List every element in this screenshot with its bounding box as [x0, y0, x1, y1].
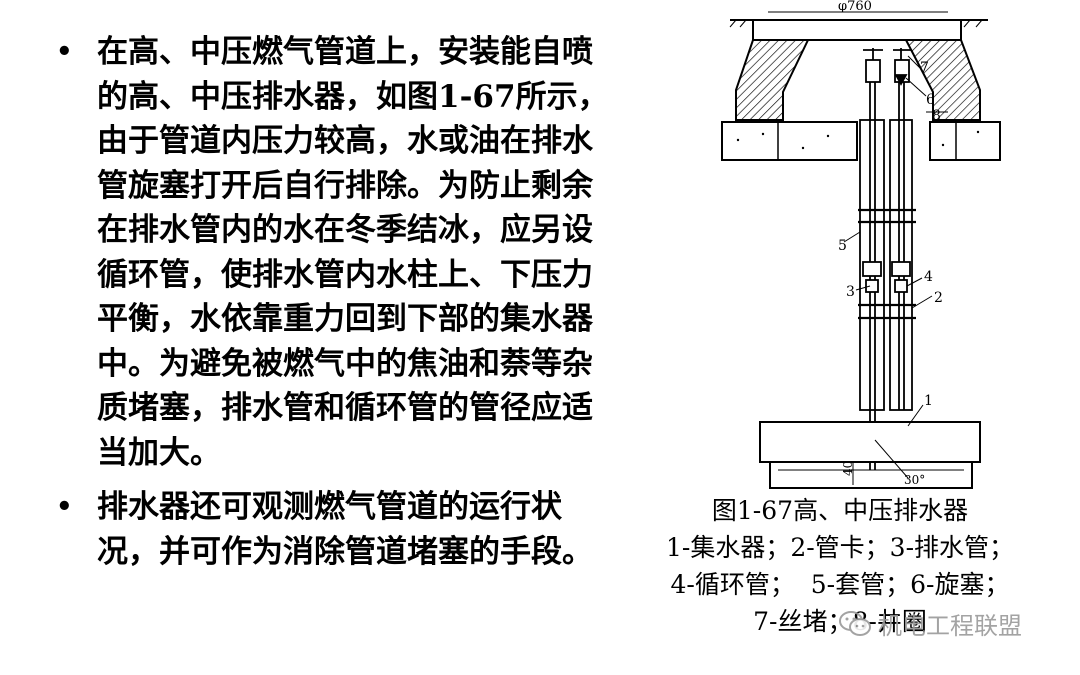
bullet-dot: • [56, 37, 73, 67]
caption-line-2: 4-循环管； 5-套管；6-旋塞； [670, 570, 1010, 599]
pipe-joints [862, 261, 911, 293]
bullet-dot: • [56, 492, 73, 522]
plug-valves [863, 48, 912, 86]
bullet-item-1: • 在高、中压燃气管道上，安装能自喷的高、中压排水器，如图1-67所示，由于管道… [52, 30, 622, 475]
dim-top-label: φ760 [838, 0, 872, 14]
caption-line-1: 1-集水器；2-管卡；3-排水管； [665, 533, 1015, 562]
label-7: 7 [920, 60, 929, 76]
pipe-clamps [858, 208, 916, 320]
bullet-text-1: 在高、中压燃气管道上，安装能自喷的高、中压排水器，如图1-67所示，由于管道内压… [97, 34, 609, 471]
base-slab-left [721, 121, 858, 161]
slab-speckle [736, 130, 980, 150]
label-6: 6 [926, 92, 935, 108]
well-ring-left [735, 39, 810, 121]
leader-lines [843, 55, 948, 427]
cover-slab [752, 19, 962, 41]
wechat-icon [839, 610, 871, 636]
label-3: 3 [846, 284, 855, 300]
bullet-list: • 在高、中压燃气管道上，安装能自喷的高、中压排水器，如图1-67所示，由于管道… [52, 30, 622, 584]
label-5: 5 [838, 238, 847, 254]
dim-40-label: 40 [841, 461, 855, 476]
label-2: 2 [934, 290, 943, 306]
water-collector [759, 421, 981, 463]
well-ring-right [904, 39, 981, 121]
watermark-text: 机电工程联盟 [878, 612, 1022, 640]
ground-hatch [729, 19, 983, 28]
watermark: 机电工程联盟 [838, 606, 1022, 641]
bullet-text-2: 排水器还可观测燃气管道的运行状况，并可作为消除管道堵塞的手段。 [97, 489, 593, 570]
pipe-assembly [859, 60, 913, 470]
label-1: 1 [924, 393, 933, 409]
collector-trough [769, 462, 973, 489]
drainer-diagram: φ760 [721, 0, 1001, 489]
base-slab-right [929, 121, 1001, 161]
caption-title: 图1-67高、中压排水器 [711, 496, 969, 525]
dim-angle-label: 30° [904, 473, 925, 487]
label-4: 4 [924, 269, 933, 285]
label-8: 8 [932, 108, 941, 124]
bullet-item-2: • 排水器还可观测燃气管道的运行状况，并可作为消除管道堵塞的手段。 [52, 485, 622, 574]
